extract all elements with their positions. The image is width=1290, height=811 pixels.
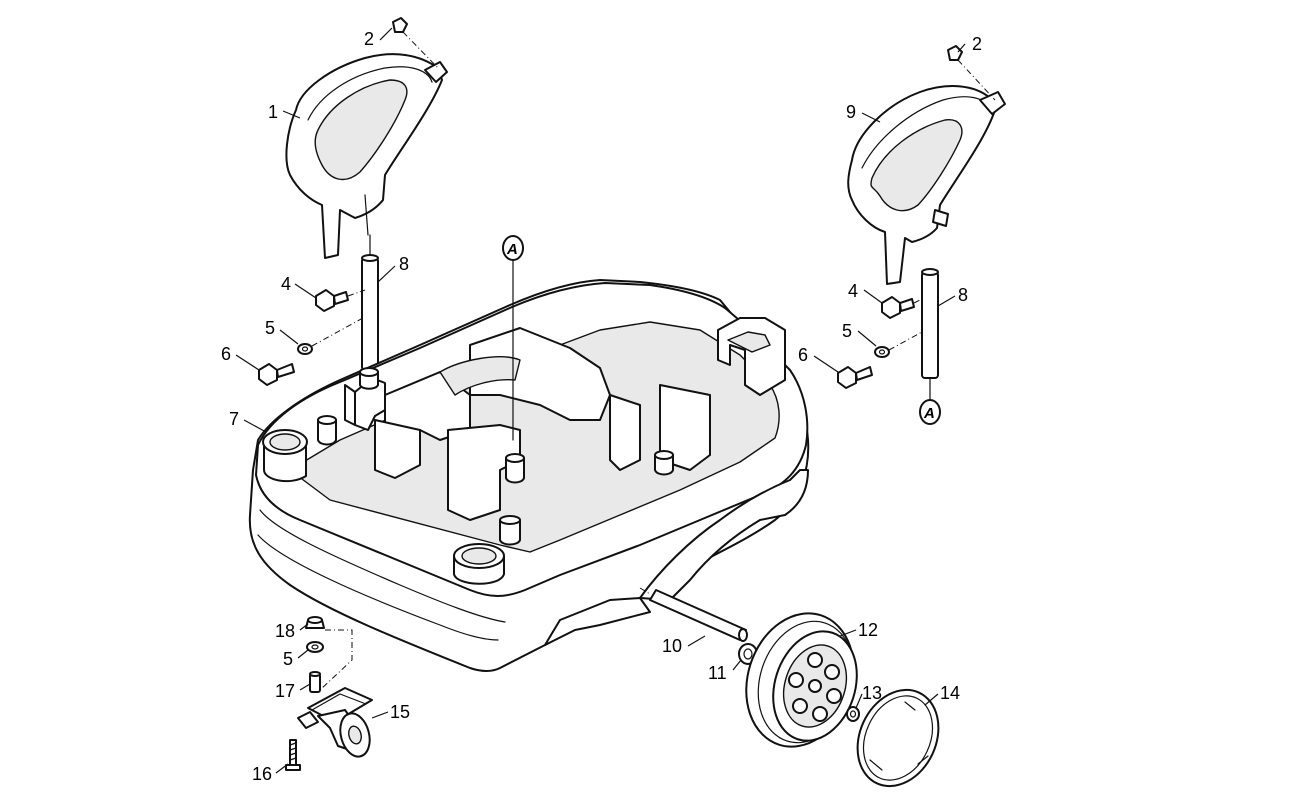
caster-bolt-part [285, 739, 301, 771]
callout-2-right: 2 [972, 34, 982, 54]
caster-spacer-part [309, 671, 321, 693]
callout-11: 11 [708, 663, 727, 683]
caster-part [297, 687, 373, 758]
right-top-screw-part [947, 45, 996, 101]
callout-12: 12 [858, 620, 878, 640]
caster-centerline [319, 629, 353, 691]
callout-8-left: 8 [399, 254, 409, 274]
right-fasteners-group [837, 296, 925, 389]
callout-16: 16 [252, 764, 272, 784]
callout-10: 10 [662, 636, 682, 656]
callout-5-right: 5 [842, 321, 852, 341]
reference-line-a [502, 235, 941, 441]
callout-15: 15 [390, 702, 410, 722]
left-tube-part [361, 234, 379, 371]
wheel-nut-part [846, 706, 860, 722]
callout-5-left: 5 [265, 318, 275, 338]
callout-9: 9 [846, 102, 856, 122]
right-handle-part [847, 85, 1006, 285]
callout-5-caster: 5 [283, 649, 293, 669]
ref-letter-a-lower: A [923, 405, 935, 422]
left-handle-part [285, 53, 448, 259]
callout-2-left: 2 [364, 29, 374, 49]
callout-6-right: 6 [798, 345, 808, 365]
hub-cap-part [856, 688, 940, 788]
callout-14: 14 [940, 683, 960, 703]
wheel-part [745, 612, 858, 748]
right-tube-part [921, 268, 939, 401]
callout-1: 1 [268, 102, 278, 122]
caster-nut-part [305, 616, 325, 629]
callout-18: 18 [275, 621, 295, 641]
callout-7: 7 [229, 409, 239, 429]
callout-13: 13 [862, 683, 882, 703]
callout-4-right: 4 [848, 281, 858, 301]
chassis-body-part [248, 279, 810, 672]
callout-6-left: 6 [221, 344, 231, 364]
callout-8-right: 8 [958, 285, 968, 305]
caster-washer-part [306, 641, 324, 653]
callout-4-left: 4 [281, 274, 291, 294]
ref-letter-a-upper: A [506, 241, 518, 258]
axle-part [639, 587, 748, 642]
left-fasteners-group [258, 289, 366, 386]
leader-lines [235, 27, 966, 774]
callout-17: 17 [275, 681, 295, 701]
left-top-screw-part [392, 17, 439, 69]
